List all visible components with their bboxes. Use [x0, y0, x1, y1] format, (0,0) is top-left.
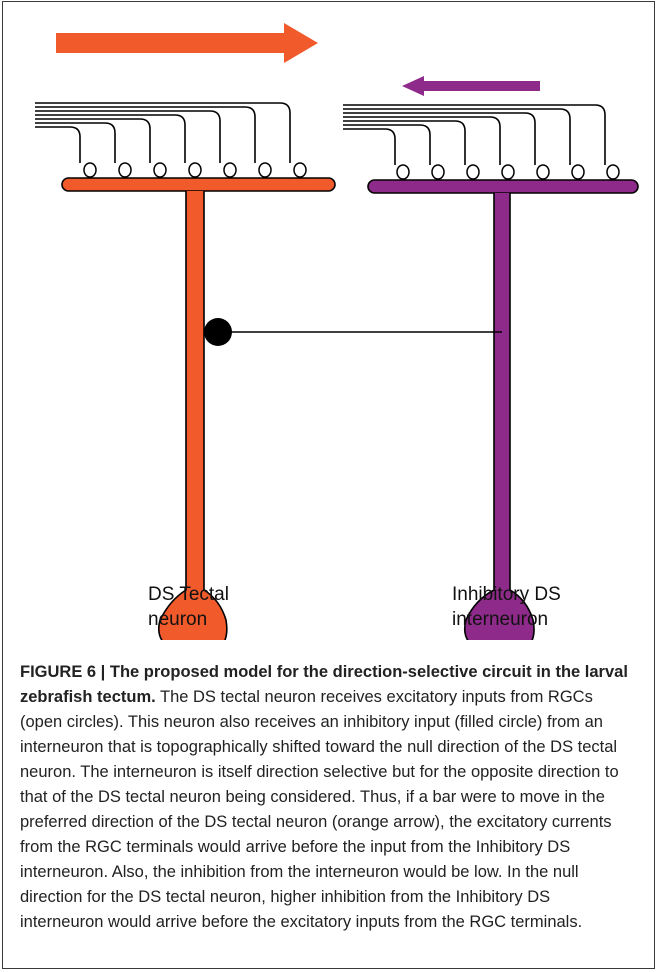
left-open-circles [83, 162, 307, 178]
input-line [35, 122, 116, 163]
right-input-lines [343, 104, 606, 165]
inhibitory-interneuron [367, 179, 639, 640]
right-open-circles [396, 164, 620, 180]
filled-circle-inhibitory-synapse [204, 318, 232, 346]
input-line [343, 112, 536, 165]
purple-arrow-head [402, 76, 424, 96]
open-circle [188, 162, 202, 178]
open-circle [118, 162, 132, 178]
right-neuron-label: Inhibitory DS interneuron [452, 584, 561, 630]
input-line [35, 110, 221, 163]
input-line [35, 126, 81, 163]
caption-body: The DS tectal neuron receives excitatory… [20, 688, 619, 931]
open-circle [153, 162, 167, 178]
left-dendrite-bar [61, 177, 336, 192]
input-line [343, 128, 396, 165]
input-line [35, 102, 291, 163]
open-circle [223, 162, 237, 178]
input-line [343, 116, 501, 165]
input-line [35, 114, 186, 163]
orange-arrow [56, 23, 318, 63]
input-line [343, 108, 571, 165]
orange-arrow-shaft [56, 33, 288, 53]
open-circle [396, 164, 410, 180]
caption-title: FIGURE 6 | The proposed model for the di… [20, 663, 628, 706]
purple-arrow [402, 76, 540, 96]
right-neuron-body [464, 193, 535, 640]
input-line [35, 118, 151, 163]
open-circle [501, 164, 515, 180]
left-input-lines [35, 102, 291, 163]
purple-arrow-shaft [420, 81, 540, 91]
input-line [343, 120, 466, 165]
open-circle [431, 164, 445, 180]
open-circle [83, 162, 97, 178]
open-circle [536, 164, 550, 180]
circuit-diagram [35, 23, 639, 640]
open-circle [606, 164, 620, 180]
open-circle [571, 164, 585, 180]
input-line [343, 104, 606, 165]
input-line [343, 124, 431, 165]
open-circle [258, 162, 272, 178]
open-circle [293, 162, 307, 178]
left-neuron-label: DS Tectal neuron [148, 584, 229, 630]
figure-caption: FIGURE 6 | The proposed model for the di… [20, 660, 638, 935]
ds-tectal-neuron [61, 177, 336, 640]
input-line [35, 106, 256, 163]
open-circle [466, 164, 480, 180]
orange-arrow-head [284, 23, 318, 63]
left-neuron-body [158, 191, 228, 640]
right-dendrite-bar [367, 179, 639, 194]
